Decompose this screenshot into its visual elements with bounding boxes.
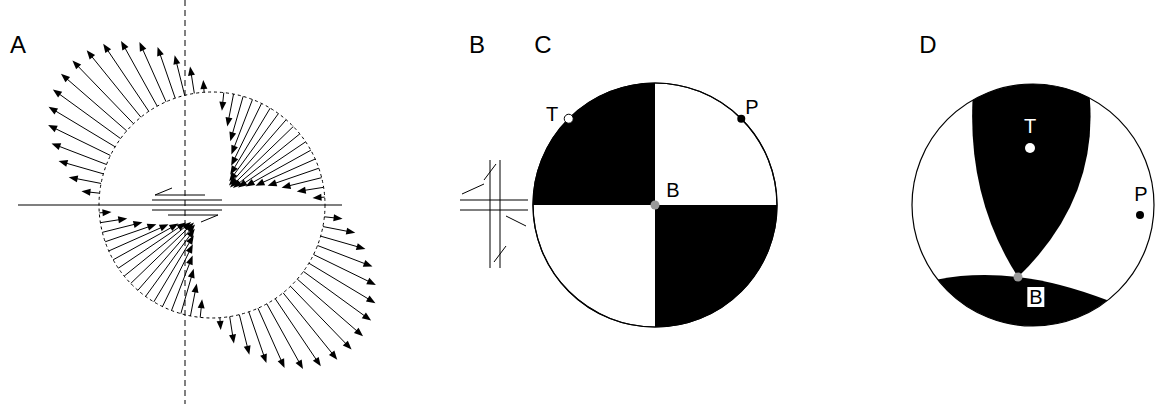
- displacement-arrow: [99, 209, 111, 216]
- beachball-strike-slip: [533, 83, 777, 327]
- displacement-arrow: [217, 318, 224, 330]
- displacement-arrow: [239, 315, 250, 355]
- displacement-arrow: [303, 271, 371, 320]
- displacement-arrow: [162, 244, 192, 306]
- compressional-quadrant: [655, 205, 777, 327]
- axis-label: T: [546, 104, 558, 124]
- displacement-arrow: [229, 114, 278, 182]
- axis-label: B: [1027, 287, 1044, 307]
- radiation-pattern: [18, 0, 376, 404]
- p-axis-dot: [1136, 211, 1144, 219]
- displacement-arrow: [146, 229, 195, 297]
- axis-label: P: [1134, 184, 1147, 204]
- t-axis-dot: [564, 114, 573, 123]
- fault-symbol: [460, 160, 528, 268]
- displacement-arrow: [198, 299, 205, 317]
- displacement-arrow: [275, 299, 321, 367]
- displacement-arrow: [258, 308, 285, 368]
- fault-block-line: [152, 200, 222, 201]
- displacement-arrow: [200, 80, 207, 92]
- p-axis-dot: [737, 115, 745, 123]
- displacement-arrow: [231, 103, 261, 165]
- displacement-arrow: [69, 175, 101, 183]
- displacement-arrow: [139, 42, 166, 102]
- displacement-arrow: [173, 55, 184, 95]
- t-axis-dot: [1025, 143, 1035, 153]
- compressional-region: [938, 275, 1108, 326]
- panel-letter: D: [919, 33, 936, 57]
- displacement-arrow: [249, 312, 267, 363]
- displacement-arrow: [190, 284, 198, 316]
- axis-label: P: [745, 97, 758, 117]
- displacement-arrow: [118, 223, 186, 269]
- displacement-arrow: [103, 44, 149, 112]
- displacement-arrow: [230, 127, 293, 188]
- focal-sphere: [533, 83, 777, 327]
- slip-half-arrow: [155, 188, 205, 195]
- compressional-quadrant: [533, 83, 655, 205]
- displacement-arrow: [188, 67, 195, 94]
- panel-letter: B: [469, 33, 485, 57]
- fault-block-line: [152, 210, 222, 211]
- displacement-arrow: [219, 93, 226, 111]
- displacement-arrow: [324, 214, 342, 221]
- displacement-arrow: [238, 142, 306, 188]
- displacement-arrow: [49, 107, 116, 147]
- displacement-arrow: [100, 216, 127, 223]
- b-axis-dot: [651, 201, 660, 210]
- displacement-arrow: [313, 194, 325, 201]
- fault-plane: [18, 204, 342, 205]
- panel-letter: A: [10, 33, 26, 57]
- displacement-arrow: [309, 263, 376, 303]
- displacement-arrow: [48, 125, 110, 155]
- displacement-arrow: [229, 317, 236, 344]
- panel-letter: C: [534, 33, 551, 57]
- displacement-arrow: [297, 187, 324, 194]
- axis-label: B: [666, 180, 679, 200]
- displacement-arrow: [131, 222, 194, 283]
- displacement-arrow: [59, 160, 104, 174]
- b-axis-dot: [1014, 273, 1023, 282]
- displacement-arrow: [323, 227, 355, 235]
- compressional-region: [972, 84, 1090, 277]
- displacement-arrow: [53, 89, 121, 138]
- displacement-arrow: [314, 255, 376, 285]
- slip-half-arrow: [168, 215, 218, 222]
- displacement-arrow: [226, 94, 234, 126]
- displacement-arrow: [81, 189, 99, 196]
- displacement-arrow: [321, 236, 366, 250]
- auxiliary-plane: [185, 0, 186, 404]
- focal-sphere: [912, 84, 1154, 326]
- beachball-oblique: [912, 84, 1154, 326]
- axis-label: T: [1024, 116, 1036, 136]
- displacement-arrow: [157, 47, 175, 98]
